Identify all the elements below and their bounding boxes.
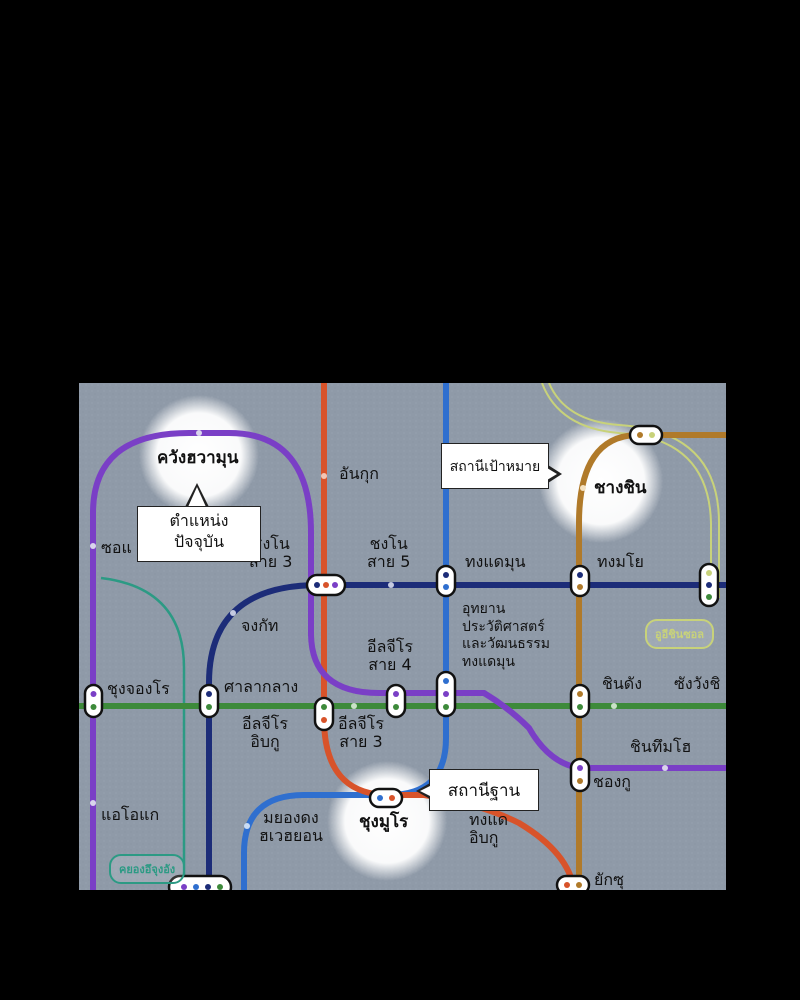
station-dot-seodaemun [90,543,96,549]
glow-current [139,395,259,515]
transfer-euljiro4 [385,683,407,719]
transfer-chungjeongno [83,683,104,719]
station-dot-aeogae [90,800,96,806]
station-dot-sindang [662,765,668,771]
transfer-sinseoldong [569,683,591,719]
station-dot-kwanghwamun [196,430,202,436]
station-label-chungmuro: ชุงมูโร [359,812,409,832]
station-label-cheonggu: ชองกู [593,772,631,791]
station-label-sisangnim: ศาลากลาง [224,677,299,696]
line-5 [90,430,726,890]
station-label-museum: อุทยาน ประวัติศาสตร์ และวัฒนธรรม ทงแดมุน [462,601,551,670]
station-dot-sinseoldong [611,703,617,709]
station-label-myeongdong: มยองดง ฮเวฮยอน [259,808,323,846]
station-dot-jongno5 [388,582,394,588]
station-label-euljiro-ipgu: อีลจีโร อิบกู [242,714,288,752]
transfer-euljiro3 [313,696,335,732]
station-dot-anguk [321,473,327,479]
station-label-aeogae: แอโอแก [101,805,160,824]
transfer-chungmuro [368,787,404,809]
station-label-chungjeongno: ชุงจองโร [107,679,170,698]
subway-map-drawing [79,383,726,890]
transfer-museum [435,670,457,718]
transfer-changsin-top [628,424,664,446]
subway-map: ควังฮวามุน อันกุก ซอแ ชงโน สาย 3 ชงโน สา… [79,383,726,890]
station-label-sinseoldong: ชินดัง [602,674,642,693]
station-label-jongak: จงกัท [241,616,279,635]
base-station-callout: สถานีฐาน [429,769,539,811]
station-label-euljiro4: อีลจีโร สาย 4 [367,637,413,675]
station-label-seodaemun: ซอแ [101,538,132,557]
station-label-changsin: ชางชิน [594,478,647,498]
transfer-jongno3 [305,573,347,597]
glow-target [539,419,663,543]
target-station-marker-fill [547,468,557,480]
target-station-callout: สถานีเป้าหมาย [441,443,549,489]
station-label-jongno5: ชงโน สาย 5 [367,534,411,572]
teal-line [100,576,186,890]
station-label-dongdaemun: ทงแดมุน [465,552,526,571]
station-dot-myeongdong [244,823,250,829]
station-label-sangwangsimni: ซังวังชิ [674,674,721,693]
base-station-marker-fill [420,786,430,796]
station-label-euljiro3: อีลจีโร สาย 3 [338,714,384,752]
station-label-kwanghwamun: ควังฮวามุน [157,448,239,468]
station-dot-jongak [230,610,236,616]
transfer-dongdaemun [435,564,457,598]
ui-sinseol-line-badge: อูอีชินซอล [645,619,715,649]
station-dot-changsin [580,485,586,491]
station-label-yaksu: ยักซุ [594,870,624,889]
line-1 [206,582,726,890]
transfer-sisangnim [198,683,220,719]
transfer-cheonggu [569,757,591,793]
transfer-sinseol [698,562,720,608]
transfer-bottom-left [167,874,233,890]
gyeongui-line-badge: คยองอึจุงอัง [109,854,186,884]
station-dot-green [351,703,357,709]
station-label-dongdaemun-ipgu: ทงแด อิบกู [469,810,509,848]
transfer-dongmyo [569,564,591,598]
transfer-yaksu [555,874,591,890]
station-label-sindang: ชินทึมโฮ [630,737,692,756]
station-label-anguk: อันกุก [339,464,379,483]
station-label-dongmyo: ทงมโย [597,552,644,571]
current-location-callout: ตำแหน่ง ปัจจุบัน [137,506,261,562]
current-location-marker-fill [188,487,206,507]
